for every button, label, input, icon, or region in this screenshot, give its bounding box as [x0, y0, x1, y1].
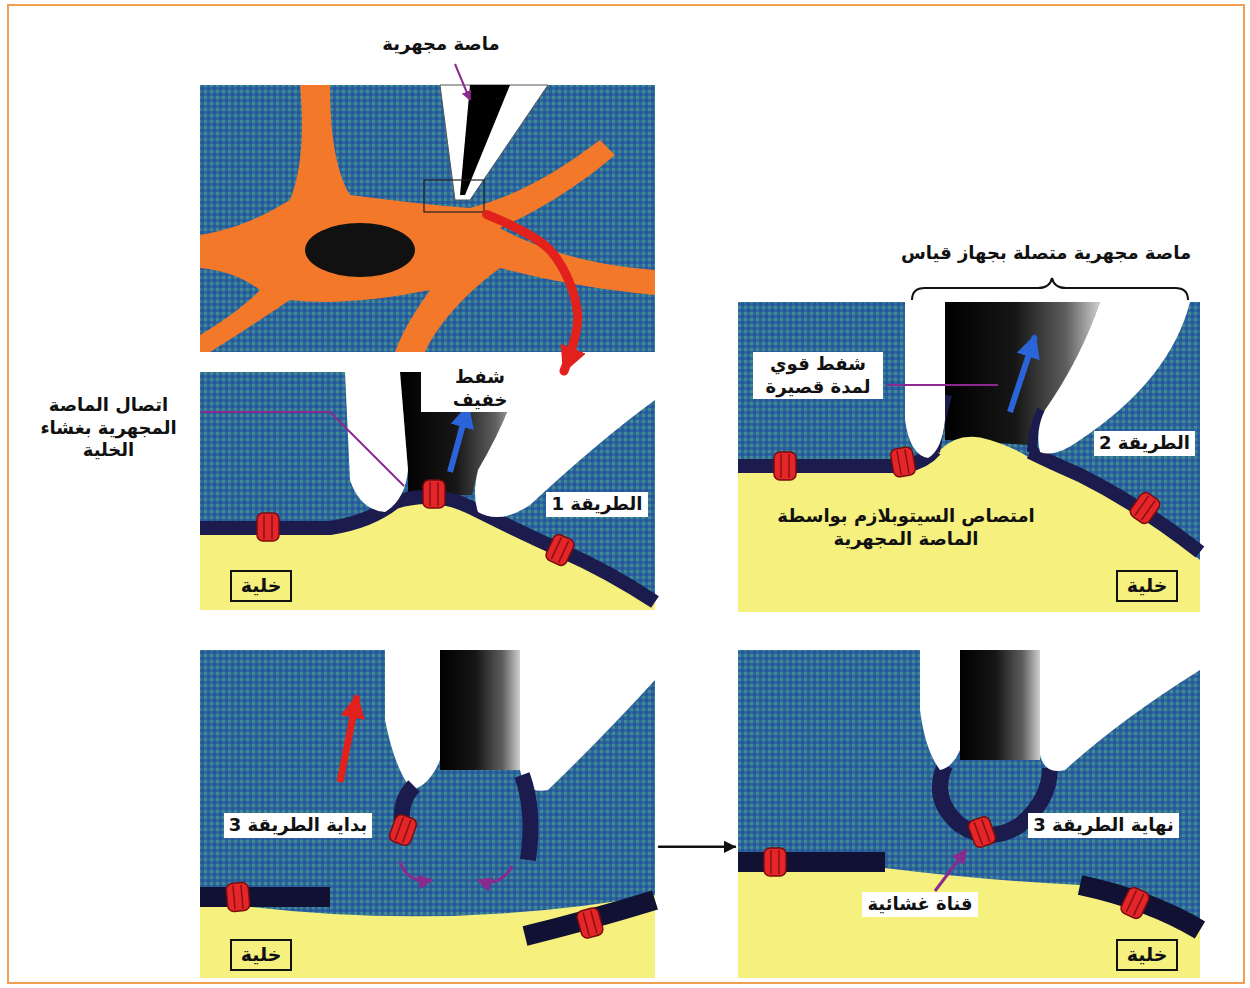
panel-ground — [200, 85, 655, 352]
cell-membrane — [1080, 885, 1200, 930]
cell-label-box: خلية — [230, 570, 293, 602]
text-slot: اتصال الماصة المجهرية بغشاء الخلية — [20, 393, 197, 463]
action-label: شفط خفيف — [421, 365, 539, 412]
method-panel: خلية بداية الطريقة 3 — [200, 650, 655, 978]
zoom-frame — [424, 180, 484, 212]
fold-arrow — [478, 866, 512, 882]
method-label: الطريقة 2 — [1094, 431, 1195, 456]
cell-label: خلية — [1127, 574, 1168, 598]
pipette-wall — [345, 372, 408, 512]
frame — [8, 5, 1244, 983]
bracket — [912, 278, 1188, 300]
ion-channel — [226, 882, 250, 912]
text-slot: شفط خفيف — [421, 365, 539, 412]
panel-ground — [738, 650, 1200, 978]
text-slot: قناة غشائية — [856, 892, 984, 917]
ion-channel — [890, 446, 917, 477]
cytoplasm — [200, 895, 655, 978]
ion-channel — [388, 813, 418, 847]
leader-line — [935, 850, 966, 891]
pipette-wall — [1040, 650, 1200, 771]
text-slot: شفط قوي لمدة قصيرة — [753, 352, 883, 399]
ion-channel — [1128, 490, 1162, 526]
pipette-wall — [905, 302, 945, 458]
cell-label: خلية — [241, 943, 282, 967]
cell-membrane — [200, 887, 330, 907]
ion-channel — [576, 907, 604, 940]
ion-channel — [1119, 886, 1151, 921]
panel-ground — [200, 650, 655, 978]
text-slot: بداية الطريقة 3 — [212, 813, 384, 838]
pipette-lumen — [460, 85, 510, 195]
ion-channel — [764, 848, 786, 876]
fold-arrow — [400, 862, 432, 881]
callout-label: اتصال الماصة المجهرية بغشاء الخلية — [20, 393, 197, 463]
method-panel: خليةماصة مجهرية متصلة بجهاز قياسشفط قوي … — [738, 302, 1200, 612]
text-slot: نهاية الطريقة 3 — [1012, 813, 1195, 838]
nucleus — [305, 223, 415, 277]
cytoplasm — [738, 868, 1200, 978]
bracket-label: ماصة مجهرية متصلة بجهاز قياس — [901, 242, 1191, 265]
ion-channel — [423, 480, 445, 508]
method-panel: خليةشفط خفيفاتصال الماصة المجهرية بغشاء … — [200, 372, 655, 610]
pipette-wall — [920, 650, 960, 770]
text-slot: ماصة مجهرية متصلة بجهاز قياس — [862, 242, 1230, 265]
cell-label-box: خلية — [230, 939, 293, 971]
ion-channel — [544, 533, 576, 568]
description-label: امتصاص السيتوبلازم بواسطة الماصة المجهري… — [766, 505, 1046, 550]
cell-label-box: خلية — [1116, 570, 1179, 602]
cell-membrane — [1030, 452, 1200, 552]
pipette-label: ماصة مجهرية — [382, 33, 499, 56]
suction-arrow — [450, 406, 468, 472]
pipette-lumen — [440, 650, 520, 770]
text-slot: الطريقة 2 — [1091, 431, 1198, 456]
cytoplasm — [738, 437, 1200, 612]
ion-channel — [967, 815, 997, 849]
cell-label-box: خلية — [1116, 939, 1179, 971]
curved-arrow — [487, 214, 578, 371]
neuron — [200, 85, 655, 352]
pipette-wall — [385, 650, 440, 790]
leader-line — [201, 412, 404, 486]
step-label: بداية الطريقة 3 — [224, 813, 372, 838]
text-slot: الطريقة 1 — [543, 492, 651, 517]
leader-line — [887, 384, 998, 386]
pipette-lumen — [960, 650, 1040, 760]
cell-label: خلية — [241, 574, 282, 598]
text-slot: ماصة مجهرية — [360, 33, 522, 56]
suction-arrow — [1010, 336, 1035, 412]
overview-panel: ماصة مجهرية — [200, 85, 655, 352]
ion-channel — [774, 452, 796, 480]
channel-label: قناة غشائية — [862, 892, 977, 917]
step-label: نهاية الطريقة 3 — [1028, 813, 1178, 838]
panel-ground — [738, 302, 1200, 612]
text-slot: امتصاص السيتوبلازم بواسطة الماصة المجهري… — [766, 505, 1046, 550]
pipette-wall — [520, 650, 655, 791]
cell-label: خلية — [1127, 943, 1168, 967]
action-label: شفط قوي لمدة قصيرة — [753, 352, 883, 399]
leader-line — [455, 64, 470, 100]
micropipette — [440, 85, 548, 200]
cell-membrane — [738, 852, 885, 872]
pull-arrow — [340, 696, 357, 782]
ion-channel — [257, 513, 279, 541]
method-panel: خلية نهاية الطريقة 3 قناة غشائية — [738, 650, 1200, 978]
membrane-patch — [522, 775, 530, 860]
method-label: الطريقة 1 — [546, 492, 647, 517]
step-arrow — [659, 846, 735, 849]
